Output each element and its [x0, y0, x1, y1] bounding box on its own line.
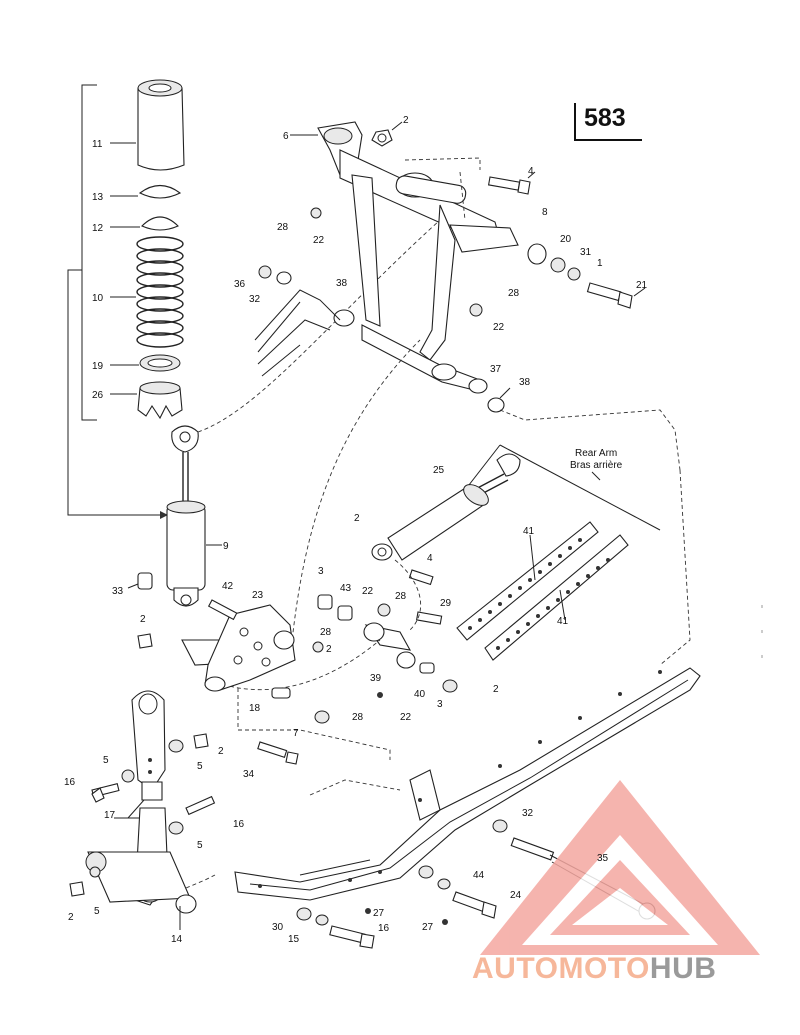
label-4-top: 4: [528, 166, 534, 177]
logo-text-moto: MOTO: [558, 952, 650, 985]
label-3-mid: 3: [318, 566, 324, 577]
label-5-b: 5: [197, 761, 203, 772]
label-38-left: 38: [336, 278, 348, 289]
label-31: 31: [580, 247, 592, 258]
label-38-right: 38: [519, 377, 531, 388]
label-29: 29: [440, 598, 452, 609]
page-number-frame: [574, 103, 642, 141]
label-32-lower: 32: [522, 808, 534, 819]
pivot-hardware: [209, 339, 458, 698]
spring-group-bracket: [67, 84, 168, 519]
label-4-mid: 4: [427, 553, 433, 564]
lower-arm-hardware: [69, 733, 216, 897]
label-27-right: 27: [422, 922, 434, 933]
rear-links-part: [456, 521, 629, 661]
label-2-top: 2: [403, 115, 409, 126]
label-34: 34: [243, 769, 255, 780]
label-24: 24: [510, 890, 522, 901]
label-9: 9: [223, 541, 229, 552]
page-number: 583: [584, 104, 626, 132]
label-28-top: 28: [277, 222, 289, 233]
rear-arm-label-fr: Bras arrière: [570, 460, 623, 471]
rear-shock-part: [371, 453, 521, 561]
frame-rail-upper: [254, 289, 681, 471]
label-41-upper: 41: [523, 526, 535, 537]
label-2-bracket: 2: [140, 614, 146, 625]
top-hardware: [258, 121, 646, 413]
label-25: 25: [433, 465, 445, 476]
label-15: 15: [288, 934, 300, 945]
label-22-mid: 22: [493, 322, 505, 333]
automotohub-logo: AUTOMOTOHUB: [472, 952, 792, 992]
logo-text-hub: HUB: [649, 952, 717, 985]
label-10: 10: [92, 293, 104, 304]
label-16-a: 16: [64, 777, 76, 788]
label-2-shock: 2: [354, 513, 360, 524]
label-5-c: 5: [197, 840, 203, 851]
label-30: 30: [272, 922, 284, 933]
center-bracket-part: [137, 599, 391, 765]
label-23: 23: [252, 590, 264, 601]
label-5-d: 5: [94, 906, 100, 917]
spring-clips: [110, 184, 182, 231]
label-7: 7: [293, 728, 299, 739]
label-20: 20: [560, 234, 572, 245]
label-2-bracket-right: 2: [326, 644, 332, 655]
label-5-a: 5: [103, 755, 109, 766]
coil-spring-part: [110, 236, 184, 348]
logo-text-auto: AUTO: [472, 952, 559, 985]
label-28-mid: 28: [508, 288, 520, 299]
label-41-lower: 41: [557, 616, 569, 627]
label-16-b: 16: [233, 819, 245, 830]
lower-arm-part: [85, 690, 197, 930]
label-37: 37: [490, 364, 502, 375]
label-28-lower: 28: [352, 712, 364, 723]
label-13: 13: [92, 192, 104, 203]
label-6: 6: [283, 131, 289, 142]
bushing-part: [127, 572, 153, 590]
label-27-left: 27: [373, 908, 385, 919]
spring-seat-parts: [110, 354, 183, 420]
label-21: 21: [636, 280, 648, 291]
part-number-labels: 11 13 12 10 19 26 9 33 6 2 4 8 20 31 1 2…: [64, 115, 648, 945]
label-2-arm: 2: [218, 746, 224, 757]
label-28-center: 28: [395, 591, 407, 602]
label-35: 35: [597, 853, 609, 864]
label-3-lower: 3: [437, 699, 443, 710]
label-2-lower-left: 2: [68, 912, 74, 923]
label-12: 12: [92, 223, 104, 234]
label-32-top: 32: [249, 294, 261, 305]
label-19: 19: [92, 361, 104, 372]
label-33: 33: [112, 586, 124, 597]
label-39: 39: [370, 673, 382, 684]
boot-part: [110, 79, 185, 171]
label-22-lower: 22: [400, 712, 412, 723]
label-40: 40: [414, 689, 426, 700]
label-11: 11: [92, 139, 103, 150]
label-16-c: 16: [378, 923, 390, 934]
rear-arm-label-en: Rear Arm: [575, 448, 617, 459]
label-22-top: 22: [313, 235, 325, 246]
label-26: 26: [92, 390, 104, 401]
label-22-center: 22: [362, 586, 374, 597]
label-8: 8: [542, 207, 548, 218]
triangle-a-logo-icon: [480, 780, 760, 955]
label-36: 36: [234, 279, 246, 290]
label-1: 1: [597, 258, 603, 269]
label-42: 42: [222, 581, 234, 592]
slide-rail-part: [234, 469, 701, 901]
label-2-links: 2: [493, 684, 499, 695]
label-43: 43: [340, 583, 352, 594]
front-arm-part: [290, 121, 519, 394]
shock-absorber-part: [166, 219, 441, 607]
label-28-bracket: 28: [320, 627, 332, 638]
label-44: 44: [473, 870, 485, 881]
label-14: 14: [171, 934, 183, 945]
label-17: 17: [104, 810, 116, 821]
label-18: 18: [249, 703, 261, 714]
